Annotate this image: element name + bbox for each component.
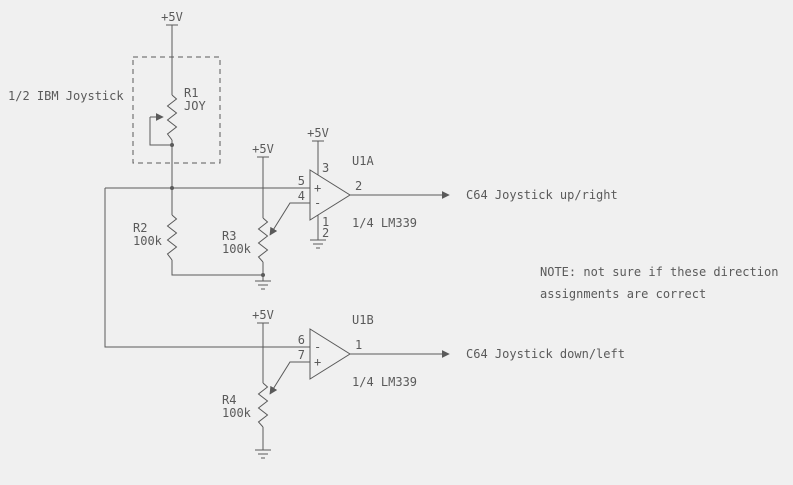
u1b-sign-bottom: + xyxy=(314,355,321,369)
resistor-r1-body xyxy=(166,94,178,141)
r3-name: R3 xyxy=(222,229,236,243)
r4-name: R4 xyxy=(222,393,236,407)
u1a-sign-top: + xyxy=(314,181,321,195)
vcc-symbol-r3: +5V xyxy=(252,142,274,218)
note-line2: assignments are correct xyxy=(540,287,706,301)
r4-wiper-arrow xyxy=(269,361,310,395)
resistor-r3-body xyxy=(257,217,269,263)
u1b-part: 1/4 LM339 xyxy=(352,375,417,389)
u1a-pin-in-bottom: 4 xyxy=(298,189,305,203)
junction-dot-wiper xyxy=(170,143,174,147)
r3-value: 100k xyxy=(222,242,252,256)
joystick-caption: 1/2 IBM Joystick xyxy=(8,89,124,103)
r3-wiper-arrow xyxy=(269,202,310,236)
u1a-sign-bottom: - xyxy=(314,196,321,210)
u1a-part: 1/4 LM339 xyxy=(352,216,417,230)
u1b-pin-out: 1 xyxy=(355,338,362,352)
r2-value: 100k xyxy=(133,234,163,248)
u1b-sign-top: - xyxy=(314,340,321,354)
r1-name: R1 xyxy=(184,86,198,100)
vcc-symbol-r4: +5V xyxy=(252,308,274,383)
u1b-name: U1B xyxy=(352,313,374,327)
r4-value: 100k xyxy=(222,406,252,420)
vcc-label-top: +5V xyxy=(161,10,183,24)
vcc-rail-r4 xyxy=(257,322,269,383)
u1a-pin-gnd-digit1: 1 xyxy=(322,215,329,229)
vcc-label-r3: +5V xyxy=(252,142,274,156)
u1a-pin-gnd-digit2: 2 xyxy=(322,226,329,240)
u1a-pin-in-top: 5 xyxy=(298,174,305,188)
ground-symbol-u1a xyxy=(310,239,326,249)
comparator-u1a-triangle xyxy=(309,169,351,221)
r1-wiper-wire xyxy=(149,117,172,146)
ground-symbol-r4 xyxy=(255,449,271,459)
resistor-r2-body xyxy=(166,214,178,261)
r2-name: R2 xyxy=(133,221,147,235)
wire-node-to-u1b-in xyxy=(104,188,310,348)
u1b-output-label: C64 Joystick down/left xyxy=(466,347,625,361)
u1a-pin-vcc: 3 xyxy=(322,161,329,175)
wire-r2-bottom xyxy=(171,260,263,276)
u1b-pin-in-top: 6 xyxy=(298,333,305,347)
u1a-output-label: C64 Joystick up/right xyxy=(466,188,618,202)
u1a-pin-out: 2 xyxy=(355,179,362,193)
u1a-name: U1A xyxy=(352,154,374,168)
ground-symbol-r3 xyxy=(255,280,271,290)
comparator-u1b-triangle xyxy=(309,328,351,380)
vcc-symbol-top: +5V xyxy=(161,10,183,95)
vcc-rail-u1a xyxy=(312,140,324,175)
note-line1: NOTE: not sure if these direction xyxy=(540,265,778,279)
vcc-label-u1a: +5V xyxy=(307,126,329,140)
resistor-r4-body xyxy=(257,382,269,428)
r1-value: JOY xyxy=(184,99,206,113)
vcc-label-r4: +5V xyxy=(252,308,274,322)
joystick-dashed-box xyxy=(132,56,221,164)
vcc-symbol-u1a: +5V xyxy=(307,126,329,175)
u1b-pin-in-bottom: 7 xyxy=(298,348,305,362)
vcc-rail-top xyxy=(166,24,178,95)
